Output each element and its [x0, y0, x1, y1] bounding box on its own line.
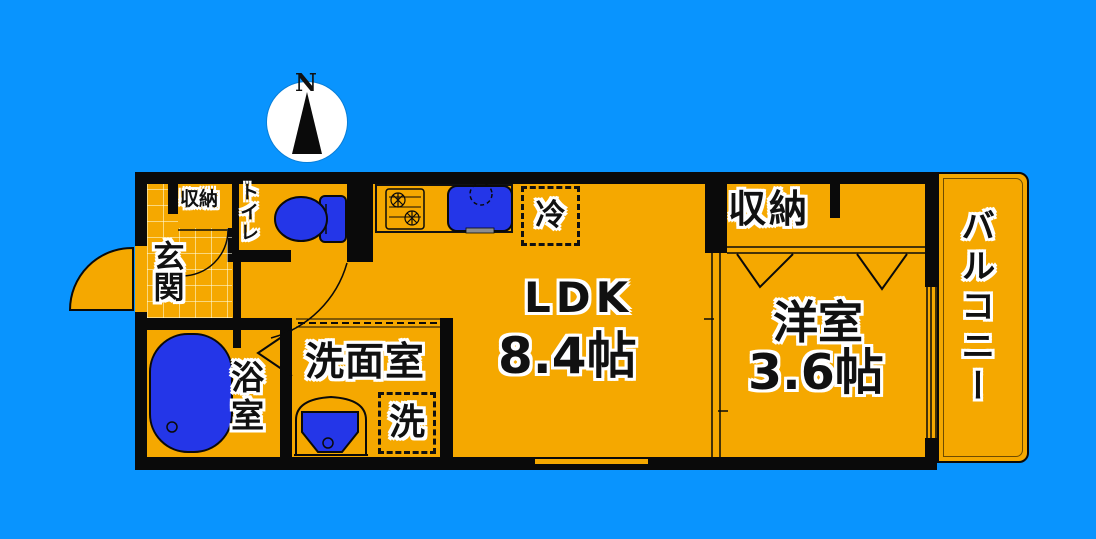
toilet-door-swing-icon	[270, 262, 348, 339]
compass-north-label: N	[295, 68, 317, 97]
toilet-label: トイレ	[236, 182, 259, 242]
closet-folding-doors-icon	[727, 246, 925, 291]
kitchen-sink-icon	[447, 182, 513, 234]
entrance-label: 玄関	[147, 240, 184, 302]
wall-top	[135, 172, 937, 184]
wall-toilet-bottom	[239, 250, 291, 262]
entrance-storage-label: 収納	[180, 188, 219, 210]
bathroom-label: 浴室	[225, 360, 265, 436]
wall-right-lower	[925, 438, 937, 470]
refrigerator-space-box: 冷	[521, 186, 580, 246]
wall-entrance-closet-stub	[168, 184, 178, 214]
balcony-window-icon	[926, 285, 937, 440]
western-room-size-label: 3.6帖	[748, 344, 884, 401]
washroom-label: 洗面室	[305, 340, 426, 385]
entrance-closet-floor	[178, 184, 232, 228]
bathtub-icon	[149, 333, 233, 453]
washroom-sliding-door-icon	[296, 318, 440, 328]
wall-western-room-left	[705, 172, 727, 253]
washbasin-icon	[294, 395, 368, 456]
bathroom-folding-door-icon	[256, 329, 293, 377]
closet-divider-stub	[830, 172, 840, 218]
ldk-partition-icon	[704, 253, 728, 457]
wall-toilet-right	[347, 172, 373, 262]
western-room-label: 洋室	[773, 296, 864, 349]
refrigerator-label: 冷	[535, 198, 566, 234]
washer-label: 洗	[388, 402, 425, 444]
ldk-label: LDK	[524, 273, 634, 322]
wall-bathroom-top	[147, 318, 292, 330]
entrance-door-swing-icon	[68, 247, 134, 311]
toilet-door-panel	[233, 262, 241, 348]
balcony-floor	[937, 172, 1029, 463]
balcony-inner-line	[943, 178, 1023, 457]
wall-bathroom-right	[280, 330, 292, 457]
compass-needle-icon	[292, 92, 322, 154]
ldk-window	[535, 459, 648, 464]
entrance-closet-door-icon	[178, 229, 230, 277]
wall-right-upper	[925, 172, 937, 287]
closet-label: 収納	[728, 187, 811, 231]
balcony-label: バルコニー	[954, 208, 995, 408]
washer-space-box: 洗	[378, 392, 436, 454]
toilet-icon	[274, 195, 347, 243]
ldk-size-label: 8.4帖	[498, 327, 637, 385]
entrance-door-opening	[135, 246, 147, 312]
stove-icon	[385, 188, 425, 230]
wall-washroom-right	[440, 318, 453, 457]
